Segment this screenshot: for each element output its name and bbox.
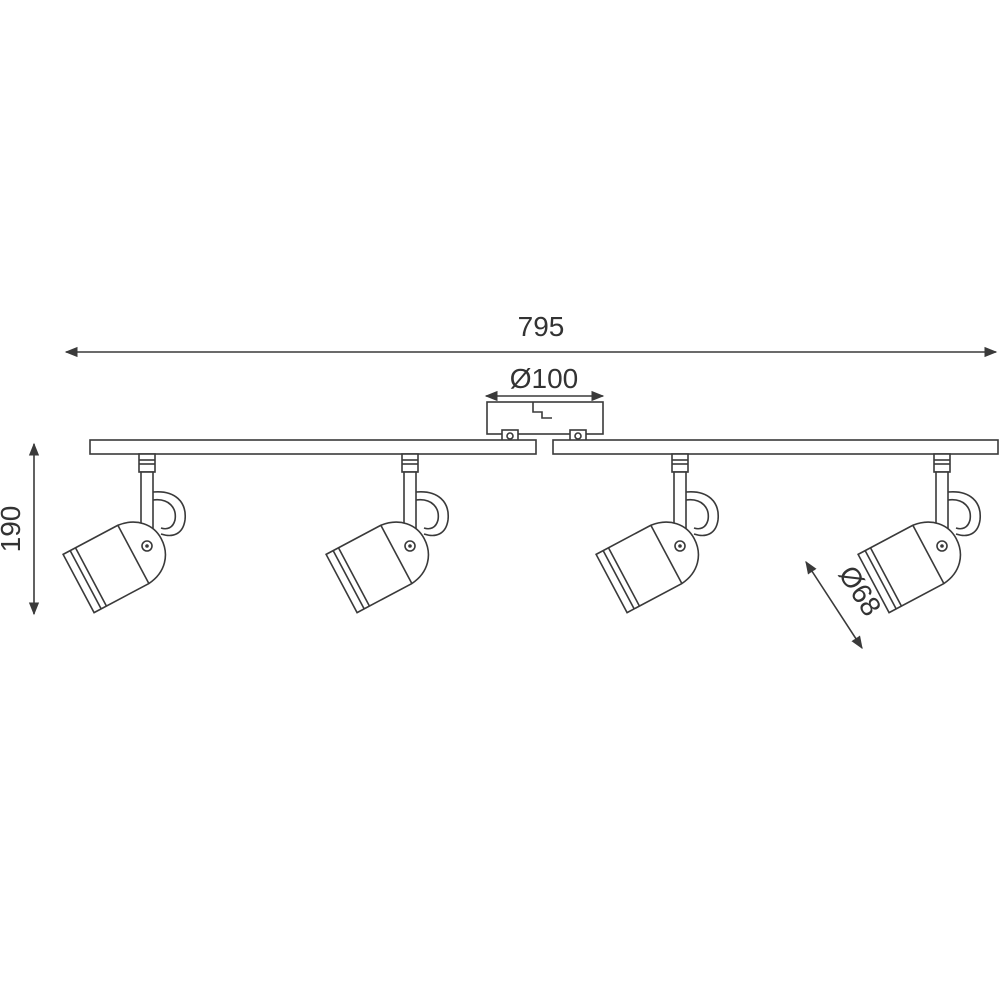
- canopy-diameter-label: Ø100: [510, 363, 579, 394]
- length-dimension: 795: [64, 311, 998, 358]
- height-dimension: 190: [0, 442, 40, 616]
- mounting-bar: [89, 439, 999, 455]
- bar-right: [552, 439, 999, 455]
- length-label: 795: [518, 311, 565, 342]
- height-label: 190: [0, 506, 26, 553]
- bar-left: [89, 439, 537, 455]
- canopy: Ø100: [484, 363, 605, 443]
- spotlight-3: [595, 453, 720, 614]
- spotlight-2: [325, 453, 450, 614]
- spotlight-1: [62, 453, 187, 614]
